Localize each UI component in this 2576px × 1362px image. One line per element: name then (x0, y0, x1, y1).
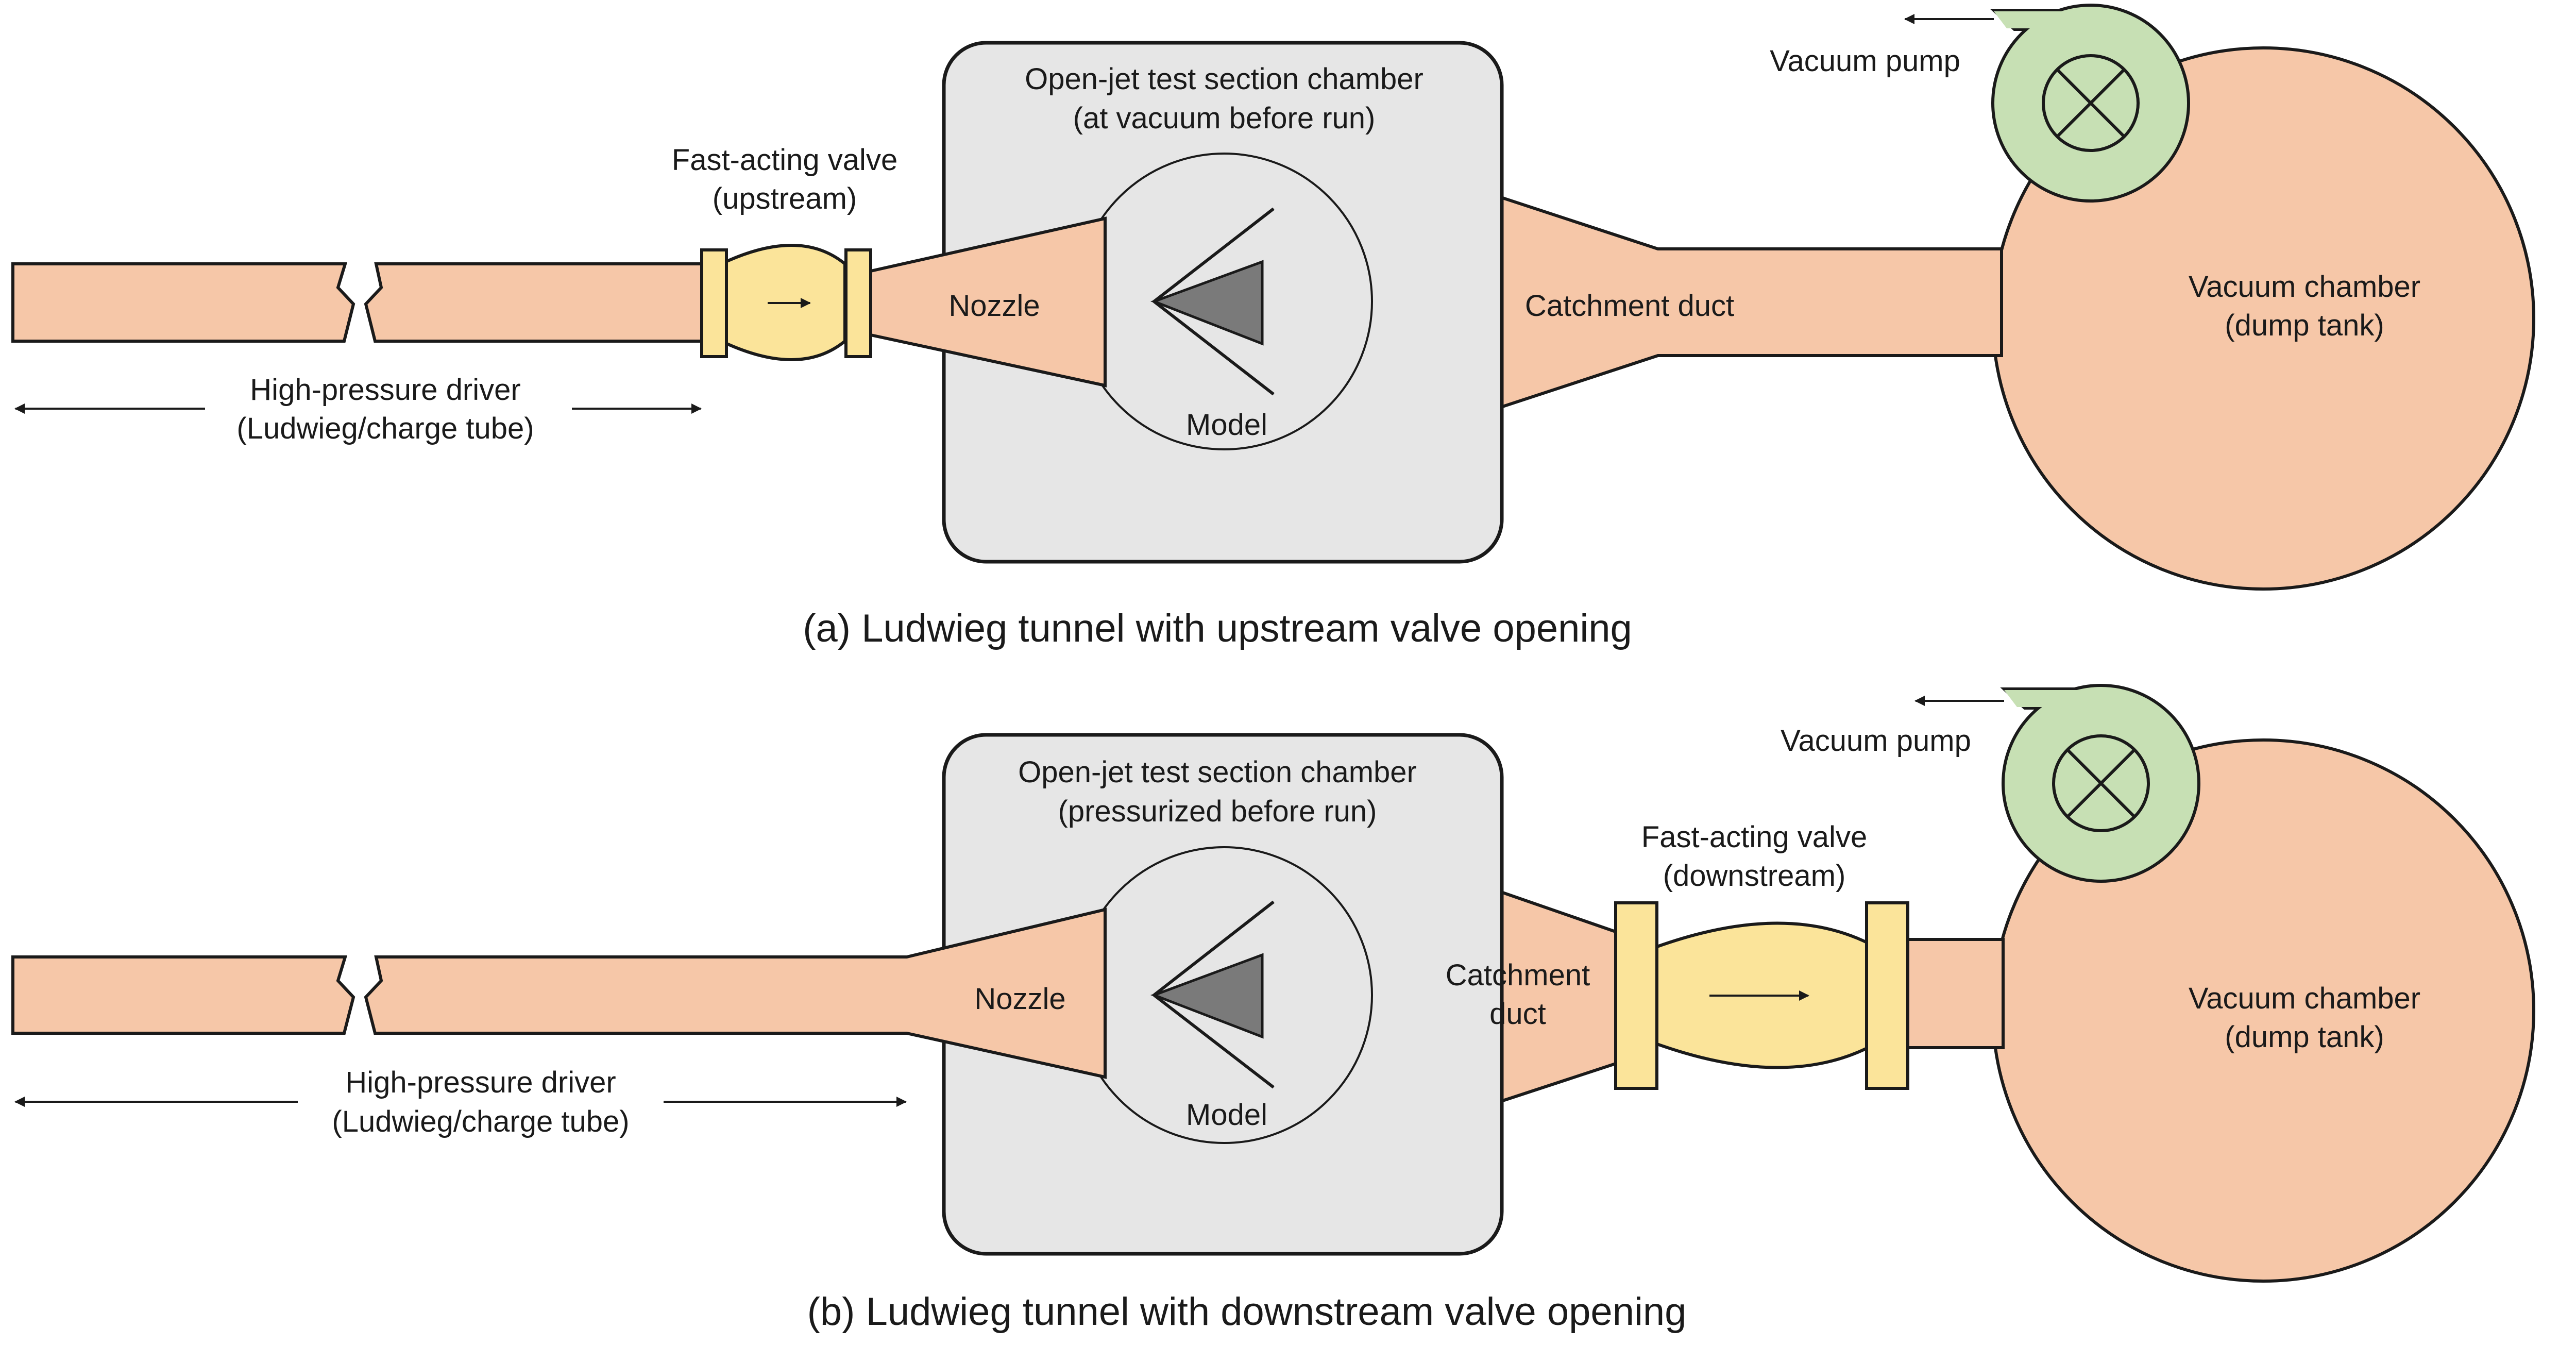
nozzle-a (869, 216, 1107, 388)
panel-b: High-pressure driver (Ludwieg/charge tub… (11, 684, 2535, 1334)
driver-tube-right-a (364, 262, 705, 343)
dump-sublabel-b: (dump tank) (2225, 1020, 2384, 1054)
driver-tube-left-b (11, 955, 355, 1035)
catchment-sublabel-b: duct (1489, 997, 1546, 1031)
catchment-label-b: Catchment (1446, 959, 1590, 992)
valve-flange-left-b (1614, 901, 1658, 1090)
valve-sublabel-b: (downstream) (1663, 859, 1846, 893)
dump-sublabel-a: (dump tank) (2225, 309, 2384, 342)
driver-label-b: High-pressure driver (345, 1066, 616, 1099)
model-b (1150, 900, 1275, 1089)
pump-rotor-icon-a (2042, 54, 2140, 152)
chamber-label-b: Open-jet test section chamber (1018, 755, 1417, 789)
model-a (1150, 207, 1275, 396)
valve-flange-right-a (844, 248, 872, 358)
valve-flange-right-b (1865, 901, 1909, 1090)
vacuum-pump-a (1904, 4, 2190, 203)
dump-pipe-b (1905, 938, 2005, 1049)
pump-label-b: Vacuum pump (1781, 724, 1971, 758)
pump-label-a: Vacuum pump (1770, 44, 1960, 78)
model-label-a: Model (1186, 408, 1267, 442)
nozzle-label-b: Nozzle (974, 982, 1065, 1016)
pump-rotor-icon-b (2052, 734, 2150, 832)
panel-a: High-pressure driver (Ludwieg/charge tub… (11, 4, 2535, 650)
valve-sublabel-a: (upstream) (713, 182, 857, 215)
caption-a: (a) Ludwieg tunnel with upstream valve o… (803, 607, 1632, 650)
driver-sublabel-a: (Ludwieg/charge tube) (236, 412, 534, 445)
chamber-sublabel-b: (pressurized before run) (1058, 795, 1377, 828)
driver-tube-left-a (11, 262, 355, 343)
vacuum-pump-b (1914, 684, 2200, 883)
driver-label-a: High-pressure driver (250, 373, 520, 407)
driver-sublabel-b: (Ludwieg/charge tube) (332, 1105, 629, 1138)
valve-label-b: Fast-acting valve (1641, 820, 1867, 854)
valve-flange-left-a (700, 248, 728, 358)
catchment-label-a: Catchment duct (1525, 289, 1734, 323)
caption-b: (b) Ludwieg tunnel with downstream valve… (807, 1290, 1687, 1334)
chamber-label-a: Open-jet test section chamber (1025, 62, 1423, 96)
valve-label-a: Fast-acting valve (672, 143, 897, 177)
nozzle-label-a: Nozzle (948, 289, 1040, 323)
dump-label-a: Vacuum chamber (2189, 270, 2420, 304)
dump-label-b: Vacuum chamber (2189, 982, 2420, 1015)
chamber-sublabel-a: (at vacuum before run) (1073, 102, 1376, 135)
driver-tube-right-b (364, 907, 1107, 1079)
model-label-b: Model (1186, 1098, 1267, 1132)
